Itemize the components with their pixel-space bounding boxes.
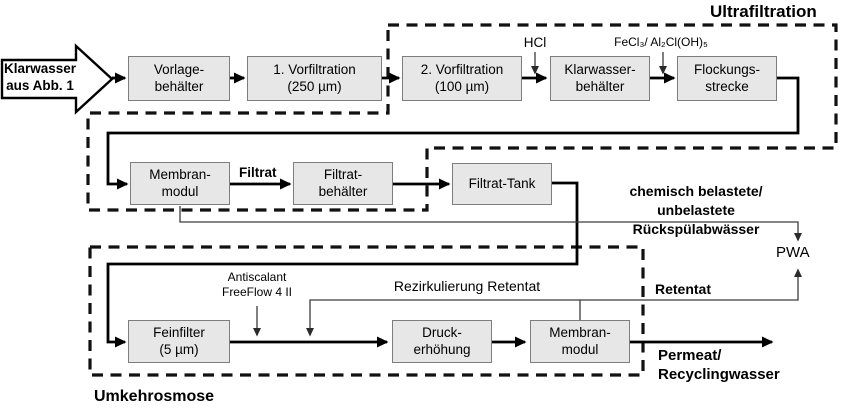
label-fecl-al2cloh5: FeCl₃/ Al₂Cl(OH)₅ bbox=[614, 35, 708, 49]
box-membranmodul-ro: Membran- modul bbox=[530, 320, 630, 363]
box-filtratbehaelter: Filtrat- behälter bbox=[293, 162, 393, 205]
flow-flockungsstrecke-to-membranmodul bbox=[106, 76, 800, 190]
box-druckerhoehung: Druck- erhöhung bbox=[392, 320, 492, 363]
input-arrow-shape bbox=[0, 43, 114, 115]
label-antiscalant: Antiscalant FreeFlow 4 II bbox=[221, 270, 293, 299]
box-klarwasserbehaelter: Klarwasser- behälter bbox=[550, 56, 650, 101]
section-title-ultrafiltration: Ultrafiltration bbox=[710, 2, 817, 21]
umkehrosmose-section-border bbox=[88, 245, 645, 377]
box-flockungsstrecke: Flockungs- strecke bbox=[677, 56, 777, 101]
label-hcl: HCl bbox=[523, 35, 547, 50]
box-filtrat-tank: Filtrat-Tank bbox=[452, 163, 552, 205]
label-retentat: Retentat bbox=[655, 281, 712, 297]
label-filtrat: Filtrat bbox=[239, 165, 277, 180]
label-rezirkulierung-retentat: Rezirkulierung Retentat bbox=[393, 278, 541, 294]
section-title-umkehrosmose: Umkehrosmose bbox=[94, 388, 215, 405]
label-permeat-recyclingwasser: Permeat/ Recyclingwasser bbox=[658, 347, 780, 383]
ultrafiltration-section-border bbox=[86, 23, 838, 212]
box-vorlagebehaelter: Vorlage- behälter bbox=[128, 56, 230, 101]
rueckspuelabwaesser-line-to-pwa bbox=[179, 206, 802, 242]
flow-filtrattank-to-feinfilter bbox=[106, 181, 579, 348]
label-rueckspuelabwaesser: chemisch belastete/ unbelastete Rückspül… bbox=[629, 183, 763, 237]
label-pwa: PWA bbox=[776, 244, 810, 261]
box-vorfiltration-1: 1. Vorfiltration (250 µm) bbox=[247, 56, 382, 101]
box-membranmodul-uf: Membran- modul bbox=[130, 162, 230, 205]
box-feinfilter: Feinfilter (5 µm) bbox=[128, 320, 230, 363]
rezirkulierung-retentat-line bbox=[306, 299, 581, 337]
retentat-line-to-pwa bbox=[580, 268, 802, 301]
box-vorfiltration-2: 2. Vorfiltration (100 µm) bbox=[402, 56, 522, 101]
input-arrow-label: Klarwasser aus Abb. 1 bbox=[4, 61, 77, 93]
